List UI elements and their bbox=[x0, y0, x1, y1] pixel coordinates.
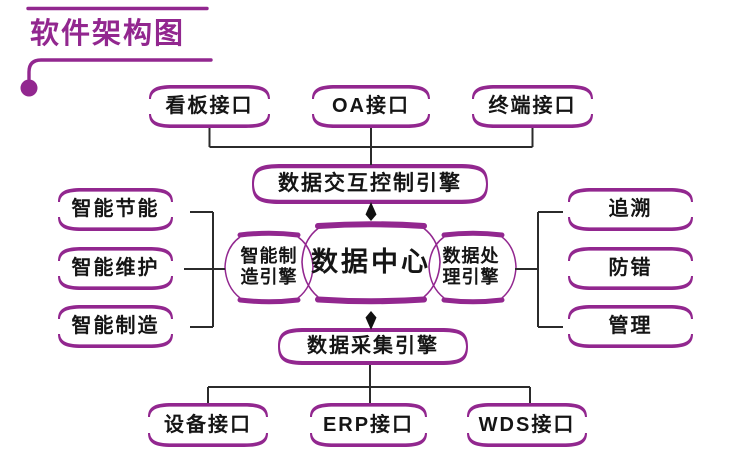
node-shape-chuli-engine bbox=[428, 236, 517, 299]
node-shape-jiaohu bbox=[252, 184, 488, 204]
node-shape-weihu bbox=[58, 276, 173, 290]
node-shape-zhizao-engine bbox=[237, 297, 301, 305]
up-arrow-icon bbox=[365, 202, 377, 221]
node-shape-zhizao bbox=[58, 334, 173, 348]
title-dot-icon bbox=[20, 79, 38, 97]
node-shape-weihu bbox=[58, 247, 173, 261]
node-shape-jieneng bbox=[58, 188, 173, 202]
node-shape-kanban bbox=[149, 114, 270, 128]
title-underline bbox=[27, 58, 213, 81]
node-shape-kanban bbox=[149, 85, 270, 99]
node-shape-oa bbox=[312, 85, 430, 99]
node-shape-zhizao-engine bbox=[224, 236, 314, 299]
node-shape-caiji bbox=[278, 328, 468, 347]
node-shape-shebei bbox=[148, 403, 268, 417]
page-title: 软件架构图 bbox=[30, 18, 186, 50]
node-shape-chuli-engine bbox=[441, 230, 505, 238]
node-shape-jiaohu bbox=[252, 164, 488, 184]
node-shape-erp bbox=[310, 433, 427, 447]
node-shape-erp bbox=[310, 403, 427, 417]
down-arrow-icon bbox=[365, 311, 377, 330]
node-shape-guanli bbox=[568, 334, 693, 348]
node-shape-zhuisu bbox=[568, 188, 693, 202]
node-shape-oa bbox=[312, 114, 430, 128]
node-shape-fangcuo bbox=[568, 247, 693, 261]
node-shape-fangcuo bbox=[568, 276, 693, 290]
node-shape-jieneng bbox=[58, 217, 173, 231]
node-shape-zhizao-engine bbox=[237, 230, 301, 238]
node-shape-caiji bbox=[278, 346, 468, 365]
node-shape-wds bbox=[467, 433, 587, 447]
node-shape-terminal bbox=[472, 85, 593, 99]
node-shape-center bbox=[315, 221, 427, 229]
node-shape-terminal bbox=[472, 114, 593, 128]
node-shape-center bbox=[315, 296, 427, 305]
node-shape-wds bbox=[467, 403, 587, 417]
node-shape-shebei bbox=[148, 433, 268, 447]
node-shape-guanli bbox=[568, 305, 693, 319]
node-shape-zhuisu bbox=[568, 217, 693, 231]
node-shape-chuli-engine bbox=[441, 297, 505, 305]
node-shape-zhizao bbox=[58, 305, 173, 319]
node-shape-center bbox=[301, 227, 441, 298]
